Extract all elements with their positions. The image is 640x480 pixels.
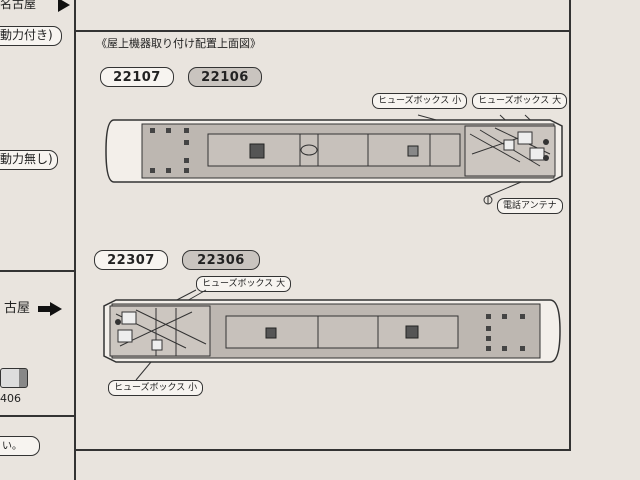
arrow-right-icon bbox=[58, 0, 70, 12]
left-box-406 bbox=[0, 368, 28, 388]
frame-right-line bbox=[569, 0, 571, 450]
arrow-stem bbox=[38, 306, 52, 312]
left-text-powered: 動力付き) bbox=[0, 28, 53, 42]
left-pill-bottom bbox=[0, 436, 40, 456]
left-text-koya: 古屋 bbox=[4, 301, 31, 316]
frame-top-line bbox=[74, 30, 570, 32]
section-title: 《屋上機器取り付け配置上面図》 bbox=[96, 37, 261, 50]
left-column-divider-bottom bbox=[0, 415, 74, 417]
left-text-bottom: い。 bbox=[2, 441, 22, 452]
frame-bottom-line bbox=[74, 449, 571, 451]
left-column-divider bbox=[0, 270, 74, 272]
top-car-roof-diagram bbox=[105, 114, 563, 205]
top-callout-fusebox-small: ヒューズボックス 小 bbox=[372, 93, 468, 109]
bottom-car-label-22307: 22307 bbox=[94, 250, 168, 270]
top-callout-fusebox-large: ヒューズボックス 大 bbox=[472, 93, 568, 109]
bottom-callout-fusebox-small: ヒューズボックス 小 bbox=[108, 380, 204, 396]
bottom-car-label-22306: 22306 bbox=[182, 250, 260, 270]
left-text-nagoya: 名古屋 bbox=[0, 0, 37, 11]
bottom-callout-fusebox-large: ヒューズボックス 大 bbox=[196, 276, 292, 292]
left-text-406: 406 bbox=[0, 392, 21, 405]
bottom-car-roof-diagram bbox=[103, 289, 561, 381]
left-pill-unpowered bbox=[0, 150, 58, 170]
top-car-label-22106: 22106 bbox=[188, 67, 262, 87]
left-pill-powered bbox=[0, 26, 62, 46]
top-callout-antenna: 電話アンテナ bbox=[497, 198, 563, 214]
left-text-unpowered: 動力無し) bbox=[0, 152, 53, 166]
top-car-label-22107: 22107 bbox=[100, 67, 174, 87]
frame-left-line bbox=[74, 0, 76, 480]
arrow-right-icon-2 bbox=[50, 302, 62, 316]
antenna-icon bbox=[483, 195, 493, 205]
